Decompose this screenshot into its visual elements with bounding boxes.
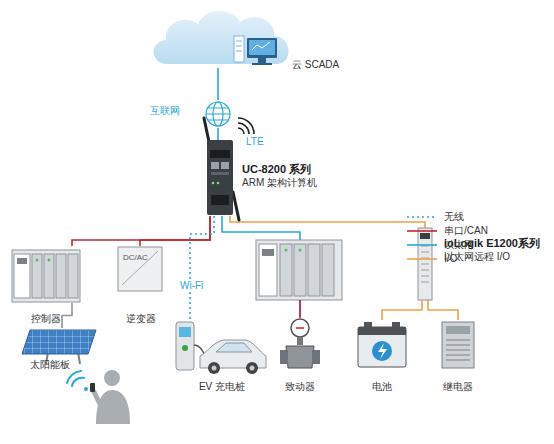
legend-text: I/O bbox=[444, 253, 457, 265]
actuator-node: 致动器 bbox=[272, 316, 328, 394]
node-label: UC-8200 系列 bbox=[242, 162, 317, 176]
node-label: 电池 bbox=[372, 380, 392, 394]
legend-row: 无线 bbox=[406, 210, 488, 224]
connector bbox=[217, 68, 219, 100]
legend-line-sample bbox=[406, 240, 438, 250]
battery bbox=[358, 322, 406, 367]
actuator bbox=[280, 319, 320, 368]
ev-charger-node: EV 充电桩 bbox=[172, 320, 272, 394]
node-label: 云 SCADA bbox=[292, 58, 339, 72]
connector bbox=[62, 303, 72, 328]
controller-node: 控制器 bbox=[10, 246, 84, 326]
cloud-icon bbox=[153, 11, 288, 65]
lte-label: LTE bbox=[246, 136, 264, 148]
iologik-device bbox=[418, 228, 432, 300]
node-label: 继电器 bbox=[443, 380, 473, 394]
legend-text: 无线 bbox=[444, 211, 464, 223]
solar-panel-node: 太阳能板 bbox=[18, 328, 100, 372]
uc-8200-computer bbox=[204, 118, 239, 220]
text-group: UC-8200 系列ARM 架构计算机 bbox=[242, 162, 317, 190]
legend-row: 串口/CAN bbox=[406, 224, 488, 238]
text-group: 云 SCADA bbox=[292, 58, 339, 72]
connector bbox=[428, 300, 458, 320]
legend-row: 以太网 bbox=[406, 238, 488, 252]
connector bbox=[217, 128, 219, 140]
legend-text: 以太网 bbox=[444, 239, 474, 251]
legend-text: 串口/CAN bbox=[444, 225, 488, 237]
connector bbox=[72, 216, 210, 246]
inverter bbox=[118, 247, 162, 291]
text-group: 互联网 bbox=[150, 104, 180, 118]
legend-line-sample bbox=[406, 212, 438, 222]
wifi-user bbox=[67, 370, 130, 424]
connector bbox=[382, 300, 422, 320]
text-group: 继电器 bbox=[443, 380, 473, 394]
text-group: 太阳能板 bbox=[30, 358, 70, 372]
relay-node: 继电器 bbox=[428, 320, 488, 394]
iologik-node: ioLogik E1200系列以太网远程 I/O bbox=[414, 228, 544, 300]
text-group: 逆变器 bbox=[126, 312, 156, 326]
node-label: ARM 架构计算机 bbox=[242, 176, 317, 190]
solar-panel bbox=[22, 330, 96, 364]
internet-node: 互联网 bbox=[148, 100, 232, 128]
edge-label: Wi-Fi bbox=[178, 280, 205, 292]
lte-signal bbox=[238, 118, 254, 134]
controller-plc bbox=[12, 250, 80, 302]
connector bbox=[230, 216, 425, 228]
node-label: 太阳能板 bbox=[30, 358, 70, 372]
legend-line-sample bbox=[406, 226, 438, 236]
uc-8200-node: UC-8200 系列ARM 架构计算机 bbox=[204, 140, 340, 216]
ev-charger-car bbox=[176, 322, 266, 374]
cloud-scada: 云 SCADA bbox=[150, 6, 350, 74]
text-group: 控制器 bbox=[31, 312, 61, 326]
inverter-marking: DC/AC bbox=[123, 252, 148, 264]
relay bbox=[442, 322, 474, 368]
legend-line-sample bbox=[406, 254, 438, 264]
text-group: 电池 bbox=[372, 380, 392, 394]
legend-row: I/O bbox=[406, 252, 488, 266]
text-group: 致动器 bbox=[285, 380, 315, 394]
internet-globe bbox=[206, 102, 230, 126]
text-group: EV 充电桩 bbox=[199, 380, 245, 394]
connector bbox=[190, 216, 214, 320]
battery-node: 电池 bbox=[352, 320, 412, 394]
connector bbox=[222, 216, 300, 316]
node-label: 控制器 bbox=[31, 312, 61, 326]
node-label: EV 充电桩 bbox=[199, 380, 245, 394]
node-label: 互联网 bbox=[150, 104, 180, 118]
legend: 无线串口/CAN 以太网 I/O bbox=[406, 210, 488, 266]
node-label: 致动器 bbox=[285, 380, 315, 394]
connector bbox=[140, 216, 210, 246]
plc-controller bbox=[256, 240, 342, 318]
node-label: 以太网远程 I/O bbox=[444, 250, 540, 264]
node-label: 逆变器 bbox=[126, 312, 156, 326]
